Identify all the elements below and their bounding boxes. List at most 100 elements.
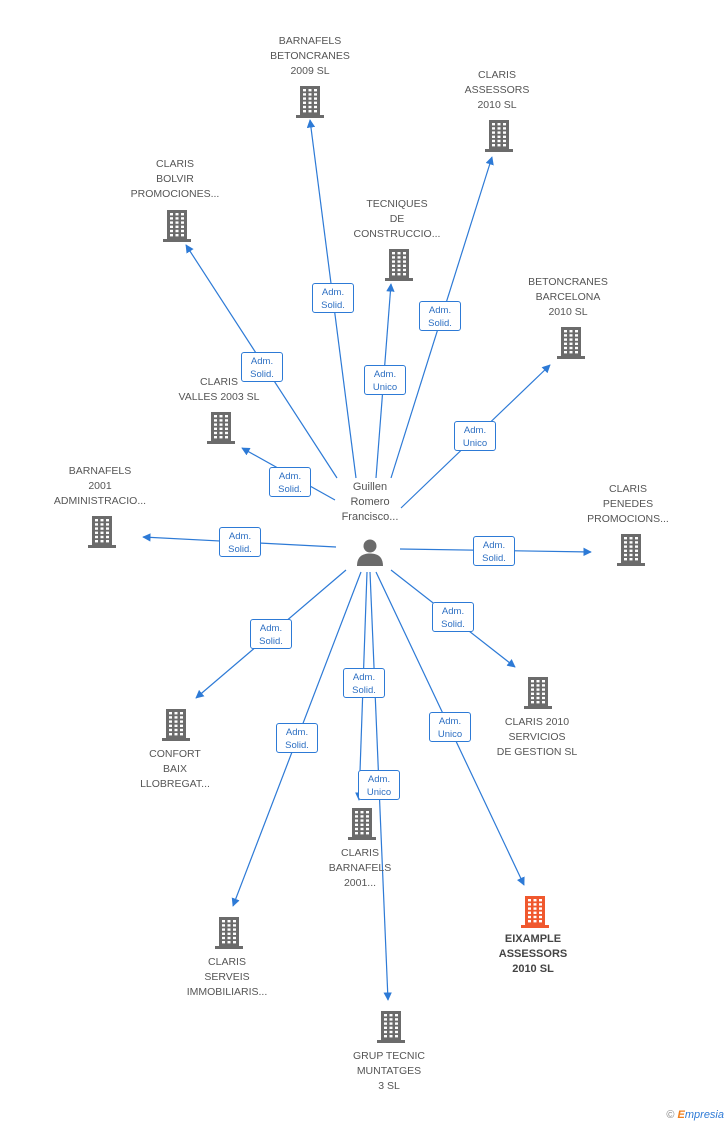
role-badge-line: Adm. [373, 369, 397, 380]
building-icon[interactable] [522, 676, 554, 710]
copyright-symbol: © [666, 1109, 675, 1121]
company-label-line: PENEDES [602, 498, 654, 510]
role-badge-tecniques-de-construccio[interactable]: Adm. Unico [364, 365, 406, 395]
company-label-line: 2001 [88, 480, 112, 492]
role-badge-line: Adm. [428, 305, 452, 316]
role-badge-line: Adm. [352, 672, 376, 683]
company-node-betoncranes-barcelona-2010[interactable] [555, 326, 587, 365]
role-badge-barnafels-betoncranes-2009[interactable]: Adm.Solid. [312, 283, 354, 313]
building-icon[interactable] [383, 248, 415, 282]
empresia-footer[interactable]: © Empresia [666, 1109, 724, 1121]
building-icon[interactable] [294, 85, 326, 119]
company-label-line: MUNTATGES [356, 1065, 422, 1077]
company-label-line: CLARIS [200, 376, 238, 388]
company-node-barnafels-betoncranes-2009[interactable] [294, 85, 326, 124]
company-label-line: DE [389, 213, 405, 225]
company-node-confort-baix-llobregat[interactable] [160, 708, 192, 747]
role-badge-line: Unico [366, 787, 392, 798]
company-node-claris-serveis-immobiliaris[interactable] [213, 916, 245, 955]
role-badge-claris-serveis-immobiliaris[interactable]: Adm. Solid. [276, 723, 318, 753]
company-label-line: BARCELONA [535, 291, 601, 303]
person-name-line-2: Romero [350, 496, 390, 508]
role-badge-line: Adm. [278, 471, 302, 482]
building-icon[interactable] [615, 533, 647, 567]
company-node-claris-penedes[interactable] [615, 533, 647, 572]
company-label-line: DE GESTION SL [496, 746, 578, 758]
role-badge-barnafels-2001-administracio[interactable]: Adm.Solid. [219, 527, 261, 557]
person-icon[interactable] [355, 537, 385, 567]
building-icon[interactable] [160, 708, 192, 742]
role-badge-line: Adm. [285, 727, 309, 738]
building-icon[interactable] [375, 1010, 407, 1044]
company-label-line: BARNAFELS [278, 35, 342, 47]
company-node-barnafels-2001-administracio[interactable] [86, 515, 118, 554]
company-node-claris-barnafels-2001[interactable] [346, 807, 378, 846]
role-badge-line: Solid. [285, 740, 309, 751]
role-badge-claris-bolvir[interactable]: Adm. Solid. [241, 352, 283, 382]
company-label-line: CONSTRUCCIO... [353, 228, 441, 240]
company-label-line: BARNAFELS [68, 465, 132, 477]
company-label-line: 2001... [343, 877, 377, 889]
company-node-claris-2010-servicios[interactable] [522, 676, 554, 715]
building-icon[interactable] [86, 515, 118, 549]
building-icon[interactable] [205, 411, 237, 445]
company-label-line: GRUP TECNIC [353, 1050, 425, 1062]
role-badge-line: Solid. [228, 544, 252, 555]
company-label-betoncranes-barcelona-2010[interactable]: BETONCRANES BARCELONA 2010 SL [493, 275, 643, 320]
company-node-tecniques-de-construccio[interactable] [383, 248, 415, 287]
role-badge-line: Adm. [250, 356, 274, 367]
company-label-line: CLARIS [208, 956, 246, 968]
company-label-line: BETONCRANES [528, 276, 608, 288]
role-badge-claris-barnafels-2001[interactable]: Adm.Solid. [343, 668, 385, 698]
company-node-claris-assessors-2010[interactable] [483, 119, 515, 158]
company-label-line: SERVICIOS [508, 731, 566, 743]
role-badge-confort-baix-llobregat[interactable]: Adm.Solid. [250, 619, 292, 649]
company-label-line: ASSESSORS [464, 84, 530, 96]
role-badge-line: Unico [372, 382, 398, 393]
company-node-grup-tecnic-muntatges[interactable] [375, 1010, 407, 1049]
role-badge-line: Adm. [321, 287, 345, 298]
company-label-line: 2009 SL [290, 65, 330, 77]
building-icon[interactable] [161, 209, 193, 243]
role-badge-eixample-assessors-2010[interactable]: Adm.Unico [429, 712, 471, 742]
company-label-line: LLOBREGAT... [140, 778, 210, 790]
building-icon[interactable] [555, 326, 587, 360]
role-badge-claris-valles-2003[interactable]: Adm.Solid. [269, 467, 311, 497]
company-label-line: 2010 SL [548, 306, 588, 318]
building-icon[interactable] [346, 807, 378, 841]
role-badge-line: Adm. [441, 606, 465, 617]
person-name[interactable]: Guillen Romero Francisco... [310, 480, 430, 525]
company-label-line: CLARIS [156, 158, 194, 170]
company-node-claris-bolvir[interactable] [161, 209, 193, 248]
role-badge-line: Adm. [438, 716, 462, 727]
role-badge-claris-assessors-2010[interactable]: Adm.Solid. [419, 301, 461, 331]
company-label-line: PROMOCIONES... [130, 188, 220, 200]
company-label-line: PROMOCIONS... [587, 513, 669, 525]
company-label-line: BARNAFELS [328, 862, 392, 874]
role-badge-claris-2010-servicios[interactable]: Adm.Solid. [432, 602, 474, 632]
role-badge-betoncranes-barcelona-2010[interactable]: Adm.Unico [454, 421, 496, 451]
building-icon[interactable] [519, 895, 551, 929]
role-badge-claris-penedes[interactable]: Adm.Solid. [473, 536, 515, 566]
role-badge-line: Adm. [463, 425, 487, 436]
role-badge-line: Adm. [259, 623, 283, 634]
company-node-claris-valles-2003[interactable] [205, 411, 237, 450]
building-icon[interactable] [483, 119, 515, 153]
role-badge-grup-tecnic-muntatges[interactable]: Adm.Unico [358, 770, 400, 800]
company-node-eixample-assessors-2010[interactable] [519, 895, 551, 934]
building-icon[interactable] [213, 916, 245, 950]
role-badge-line: Solid. [250, 369, 274, 380]
